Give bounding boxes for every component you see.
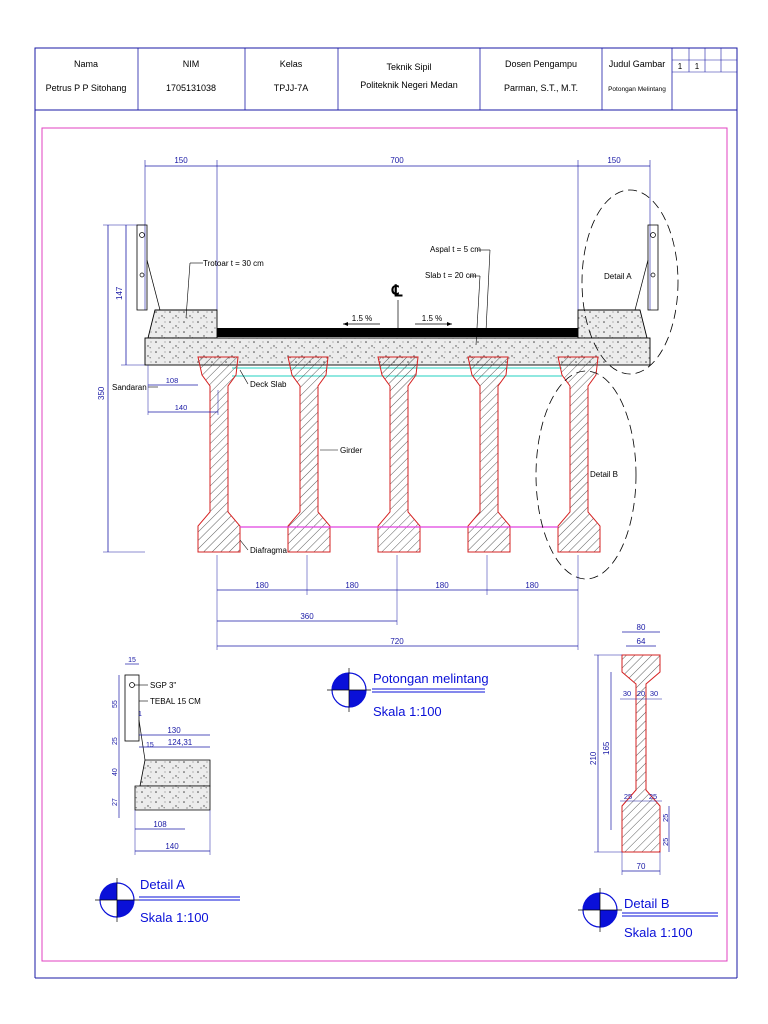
dim-720: 720 [390, 637, 404, 646]
dim-150-left: 150 [174, 156, 188, 165]
caption-detail-a-title: Detail A [140, 877, 185, 892]
detail-b-dim-25d: 25 [661, 838, 670, 846]
detail-a-dim-108: 108 [153, 820, 167, 829]
detail-b-dim-30b: 30 [650, 689, 658, 698]
slope-right: 1.5 % [422, 314, 442, 323]
dim-spacing-2: 180 [345, 581, 359, 590]
dim-360: 360 [300, 612, 314, 621]
detail-a-dim-55: 55 [112, 700, 119, 708]
label-deck-slab: Deck Slab [250, 380, 287, 389]
dim-spacing-4: 180 [525, 581, 539, 590]
detail-b-dim-80: 80 [637, 623, 646, 632]
drawing-border [41, 127, 728, 962]
detail-b-dim-25c: 25 [661, 814, 670, 822]
judul-value: Potongan Melintang [608, 86, 666, 93]
detail-a-dim-27: 27 [112, 798, 119, 806]
detail-a-sidewalk [139, 759, 211, 787]
judul-label: Judul Gambar [609, 59, 666, 69]
nama-value: Petrus P P Sitohang [46, 83, 127, 93]
label-girder: Girder [340, 446, 363, 455]
label-diafragma: Diafragma [250, 546, 287, 555]
railing-post-left [136, 224, 148, 311]
dim-140-main: 140 [175, 403, 188, 412]
detail-b-dim-64: 64 [637, 637, 646, 646]
detail-b-girder [621, 654, 661, 853]
detail-b-dim-25b: 25 [649, 792, 657, 801]
label-aspal: Aspal t = 5 cm [430, 245, 481, 254]
caption-detail-b-title: Detail B [624, 896, 670, 911]
centerline-symbol: ℄ [391, 283, 403, 300]
dim-spacing-1: 180 [255, 581, 269, 590]
detail-a-post [124, 674, 140, 742]
dept-line2: Politeknik Negeri Medan [360, 80, 458, 90]
section-symbol-detail-a [95, 878, 139, 922]
railing-post-right [647, 224, 659, 311]
title-block: Nama Petrus P P Sitohang NIM 1705131038 … [34, 47, 738, 111]
sidewalk-right [577, 309, 648, 339]
detail-a-dim-124-31: 124,31 [168, 738, 193, 747]
girder-1 [197, 356, 241, 553]
detail-a: 15 SGP 3" TEBAL 15 CM 55 25 40 27 1 130 … [95, 657, 240, 925]
dim-150-right: 150 [607, 156, 621, 165]
nim-label: NIM [183, 59, 200, 69]
detail-a-dim-25: 25 [112, 737, 119, 745]
detail-a-slab [134, 785, 211, 811]
detail-a-dim-140: 140 [165, 842, 179, 851]
detail-b: 80 64 30 20 30 210 165 25 25 25 25 70 De [578, 623, 718, 940]
kelas-value: TPJJ-7A [274, 83, 309, 93]
nim-value: 1705131038 [166, 83, 216, 93]
label-detail-a: Detail A [604, 272, 632, 281]
dim-147: 147 [115, 286, 124, 300]
label-trotoar: Trotoar t = 30 cm [203, 259, 264, 268]
detail-b-dim-30a: 30 [623, 689, 631, 698]
detail-a-dim-40: 40 [112, 768, 119, 776]
dept-line1: Teknik Sipil [386, 62, 431, 72]
sheet-total: 1 [695, 62, 700, 71]
asphalt-layer [217, 328, 578, 337]
caption-detail-b-scale: Skala 1:100 [624, 925, 693, 940]
slope-left: 1.5 % [352, 314, 372, 323]
title-block-frame [34, 47, 738, 111]
sheet-number: 1 [678, 62, 683, 71]
label-sandaran: Sandaran [112, 383, 147, 392]
main-cross-section: 150 700 150 147 350 [97, 156, 679, 719]
label-detail-b: Detail B [590, 470, 618, 479]
girder-5 [557, 356, 601, 553]
nama-label: Nama [74, 59, 98, 69]
detail-a-sgp: SGP 3" [150, 681, 176, 690]
detail-b-dim-210: 210 [589, 751, 598, 765]
detail-b-dim-165: 165 [602, 741, 611, 755]
girder-3 [377, 356, 421, 553]
dosen-value: Parman, S.T., M.T. [504, 83, 578, 93]
label-slab: Slab t = 20 cm [425, 271, 477, 280]
detail-b-dim-70: 70 [637, 862, 646, 871]
detail-a-tebal: TEBAL 15 CM [150, 697, 201, 706]
girder-2 [287, 356, 331, 553]
detail-b-dim-20: 20 [637, 689, 645, 698]
dosen-label: Dosen Pengampu [505, 59, 577, 69]
sidewalk-left [147, 309, 218, 339]
detail-b-callout[interactable] [535, 370, 637, 580]
kelas-label: Kelas [280, 59, 303, 69]
caption-main-scale: Skala 1:100 [373, 704, 442, 719]
section-symbol-main [327, 668, 371, 712]
detail-a-dim-15: 15 [146, 742, 154, 749]
detail-b-dim-25a: 25 [624, 792, 632, 801]
detail-a-callout[interactable] [581, 189, 679, 375]
dim-700: 700 [390, 156, 404, 165]
dim-108-main: 108 [166, 376, 179, 385]
dim-spacing-3: 180 [435, 581, 449, 590]
detail-a-dim-15-top: 15 [128, 657, 136, 664]
section-symbol-detail-b [578, 888, 622, 932]
detail-a-dim-1: 1 [138, 711, 142, 718]
girder-4 [467, 356, 511, 553]
caption-main-title: Potongan melintang [373, 671, 489, 686]
caption-detail-a-scale: Skala 1:100 [140, 910, 209, 925]
dim-350: 350 [97, 386, 106, 400]
detail-a-dim-130: 130 [167, 726, 181, 735]
